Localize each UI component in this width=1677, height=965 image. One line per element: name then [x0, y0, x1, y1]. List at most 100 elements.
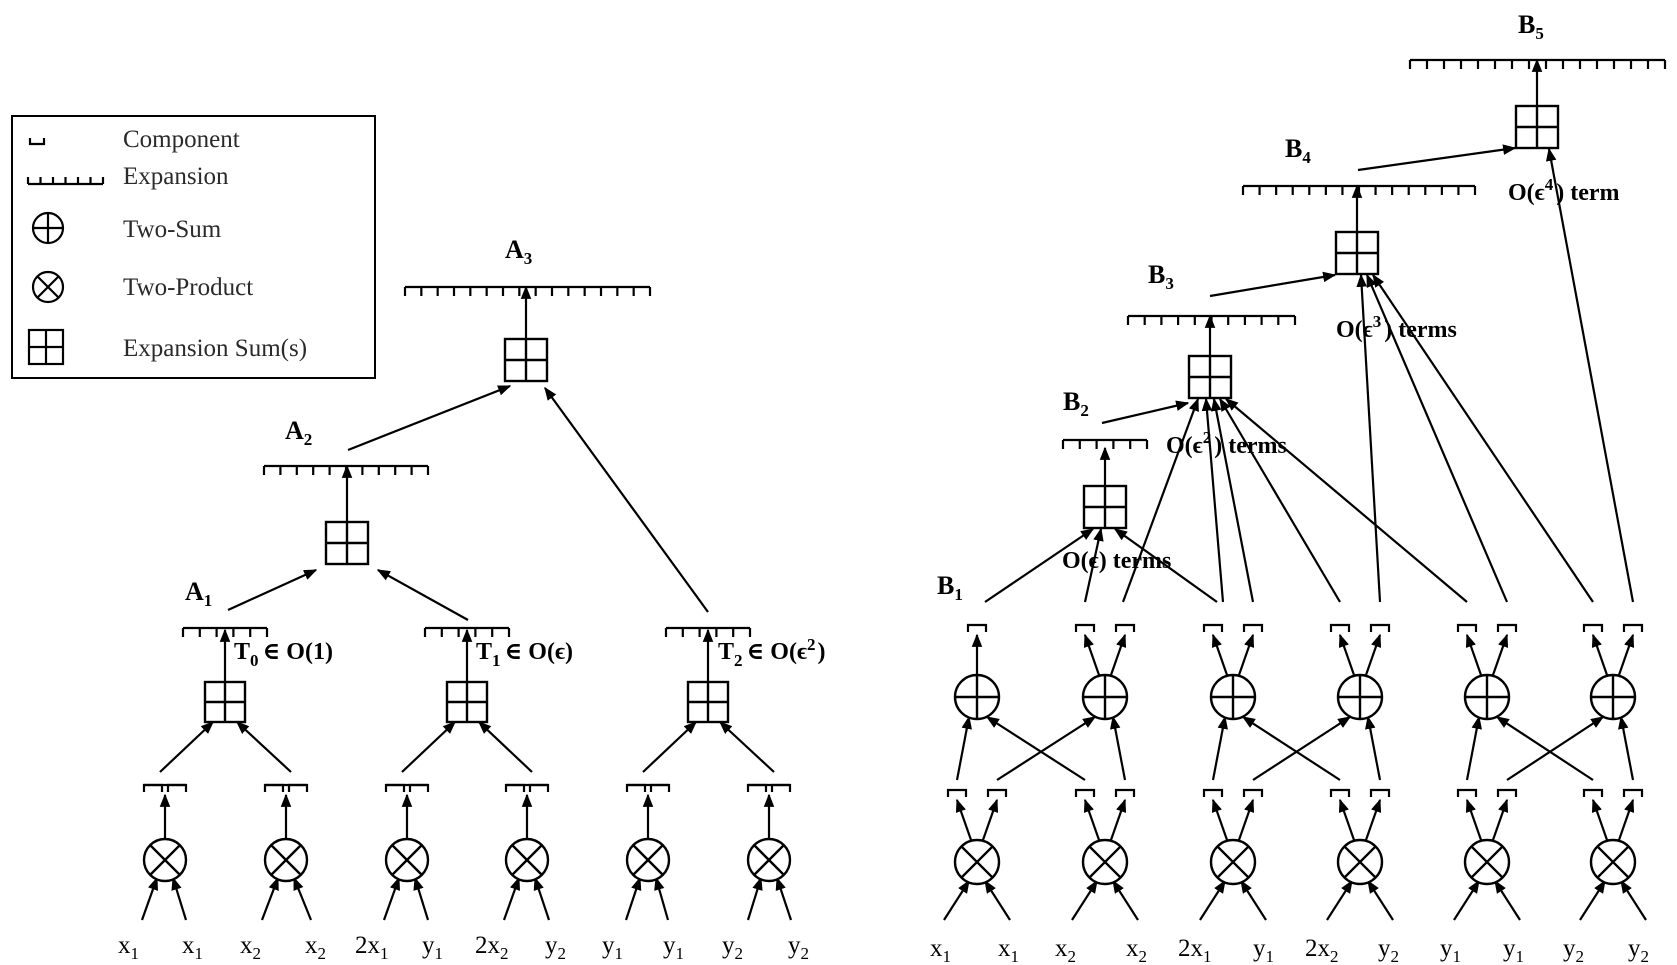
component-bracket	[1202, 788, 1224, 797]
two-sum-node	[1081, 673, 1129, 721]
expansion-sum-box	[203, 680, 247, 724]
input-arrow	[533, 876, 551, 921]
label-b1: B1	[937, 571, 963, 604]
label-a3: A3	[505, 235, 532, 268]
right-input: x2	[1126, 935, 1147, 965]
sum-input-arrow	[1209, 271, 1337, 298]
component-bracket	[1114, 623, 1136, 632]
two-sum-input-arrow	[1365, 715, 1382, 781]
two-sum-input-arrow	[1495, 716, 1594, 781]
expansion-sum-box	[1514, 104, 1560, 150]
legend-expansion-sum-label: Expansion Sum(s)	[123, 335, 307, 362]
expansion-sum-cross	[205, 682, 245, 722]
two-sum-output-arrow	[1364, 633, 1382, 676]
expansion-ticks	[664, 626, 752, 637]
component-bracket	[1622, 623, 1644, 632]
two-sum-plus	[1591, 675, 1635, 719]
two-product-node	[625, 837, 671, 883]
expansion-symbol-icon	[26, 177, 105, 186]
label-b5: B5	[1518, 10, 1544, 43]
left-input: y2	[545, 932, 566, 963]
sum-input-arrow	[1201, 397, 1225, 603]
two-sum-input-arrow	[1465, 715, 1482, 781]
two-sum-input-arrow	[985, 716, 1086, 781]
expansion-sum-cross	[688, 682, 728, 722]
left-input: y1	[663, 932, 684, 963]
two-product-node	[1589, 838, 1637, 886]
two-sum-output-arrow	[1491, 633, 1509, 676]
sum-input-arrow	[984, 528, 1095, 603]
component-bracket	[1074, 623, 1096, 632]
label-a2: A2	[285, 416, 312, 449]
input-arrow	[746, 876, 763, 921]
right-input: x1	[930, 935, 951, 965]
right-input: x1	[998, 935, 1019, 965]
two-sum-symbol-icon	[31, 211, 65, 245]
left-input: y2	[788, 932, 809, 963]
product-output-arrow	[1364, 798, 1382, 841]
two-product-node	[263, 837, 309, 883]
two-sum-node	[1463, 673, 1511, 721]
sum-input-arrow	[1357, 144, 1517, 172]
expansion-bar-a2	[262, 464, 430, 475]
expansion-ticks	[1061, 438, 1149, 449]
two-sum-output-arrow	[1617, 633, 1635, 676]
right-input: y1	[1503, 935, 1524, 965]
two-sum-node	[1336, 673, 1384, 721]
expansion-bar-b2	[1061, 438, 1149, 449]
left-input: y1	[602, 932, 623, 963]
left-tree-shapes	[140, 285, 793, 921]
input-arrow	[1326, 879, 1353, 921]
two-sum-node	[1209, 673, 1257, 721]
two-sum-output-arrow	[1083, 633, 1101, 676]
expansion-ticks	[403, 285, 652, 296]
component-bracket	[966, 623, 988, 632]
right-inputs: x1 x1 x2 x2 2x1 y1 2x2 y2 y1 y1 y2 y2	[930, 935, 1649, 965]
input-arrow	[260, 876, 280, 921]
two-product-node	[746, 837, 792, 883]
term-t1: T1∈ O(ϵ)	[476, 639, 573, 670]
two-product-cross	[391, 844, 423, 876]
component-bracket	[1622, 788, 1644, 797]
two-sum-output-arrow	[1211, 633, 1229, 676]
expansion-sum-box	[1187, 354, 1233, 400]
two-product-node	[953, 838, 1001, 886]
sum-input-arrow	[1121, 397, 1200, 603]
expansion-bar-b3	[1126, 314, 1297, 325]
input-arrow	[1112, 879, 1139, 921]
two-product-cross	[753, 844, 785, 876]
two-product-cross	[511, 844, 543, 876]
two-sum-plus	[1211, 675, 1255, 719]
term-o3: O(ϵ3) terms	[1336, 312, 1457, 343]
right-tree-shapes	[943, 58, 1667, 921]
product-output-arrow	[1237, 798, 1255, 841]
two-sum-input-arrow	[1211, 715, 1228, 781]
component-bracket	[1329, 623, 1351, 632]
sum-input-arrow	[401, 721, 456, 773]
expansion-ticks	[423, 626, 511, 637]
product-output-arrow	[1211, 798, 1229, 841]
input-arrow	[1579, 879, 1606, 921]
legend-component-label: Component	[123, 126, 240, 153]
two-product-cross	[632, 844, 664, 876]
sum-input-arrow	[719, 721, 775, 773]
two-sum-input-arrow	[996, 716, 1097, 781]
product-output-arrow	[1083, 798, 1101, 841]
component-bracket	[1074, 788, 1096, 797]
component-bracket	[1369, 788, 1391, 797]
input-arrow	[654, 876, 670, 921]
sum-input-arrow	[478, 721, 533, 773]
component-bracket	[1329, 788, 1351, 797]
sum-input-arrow	[1224, 398, 1468, 603]
two-sum-input-arrow	[1618, 715, 1635, 781]
input-arrow	[943, 879, 970, 921]
two-sum-node	[1589, 673, 1637, 721]
product-output-arrow	[1338, 798, 1356, 841]
input-arrow	[413, 876, 430, 921]
product-output-arrow	[1617, 798, 1635, 841]
two-sum-input-arrow	[1506, 716, 1605, 781]
left-input: x2	[240, 932, 261, 963]
label-b2: B2	[1063, 387, 1089, 420]
sum-input-arrow	[1356, 273, 1382, 603]
two-sum-plus	[1083, 675, 1127, 719]
